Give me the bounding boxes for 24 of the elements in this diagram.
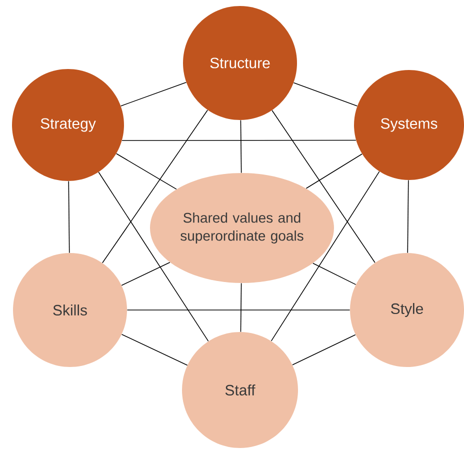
connector-line (122, 140, 356, 141)
connector-line (121, 262, 170, 286)
circle-node: Style (350, 253, 464, 367)
connector-line (102, 110, 208, 264)
connector-line (68, 180, 70, 254)
circle-node: Strategy (12, 69, 124, 181)
circle-node: Staff (182, 332, 298, 448)
circle-node: Structure (183, 6, 297, 120)
connector-line (272, 110, 376, 264)
ellipse-node: Shared values and superordinate goals (150, 173, 334, 283)
connector-line (98, 172, 209, 342)
connector-line (312, 262, 356, 285)
connector-line (293, 82, 358, 106)
connector-line (120, 82, 187, 106)
connector-line (292, 334, 356, 366)
connector-line (407, 180, 409, 254)
connector-line (240, 120, 242, 174)
circle-node: Skills (13, 253, 127, 367)
connector-line (240, 282, 242, 332)
connector-line (121, 334, 188, 366)
circle-node: Systems (354, 70, 464, 180)
connector-line (116, 153, 177, 190)
connector-line (306, 154, 362, 189)
connector-line (270, 171, 380, 342)
